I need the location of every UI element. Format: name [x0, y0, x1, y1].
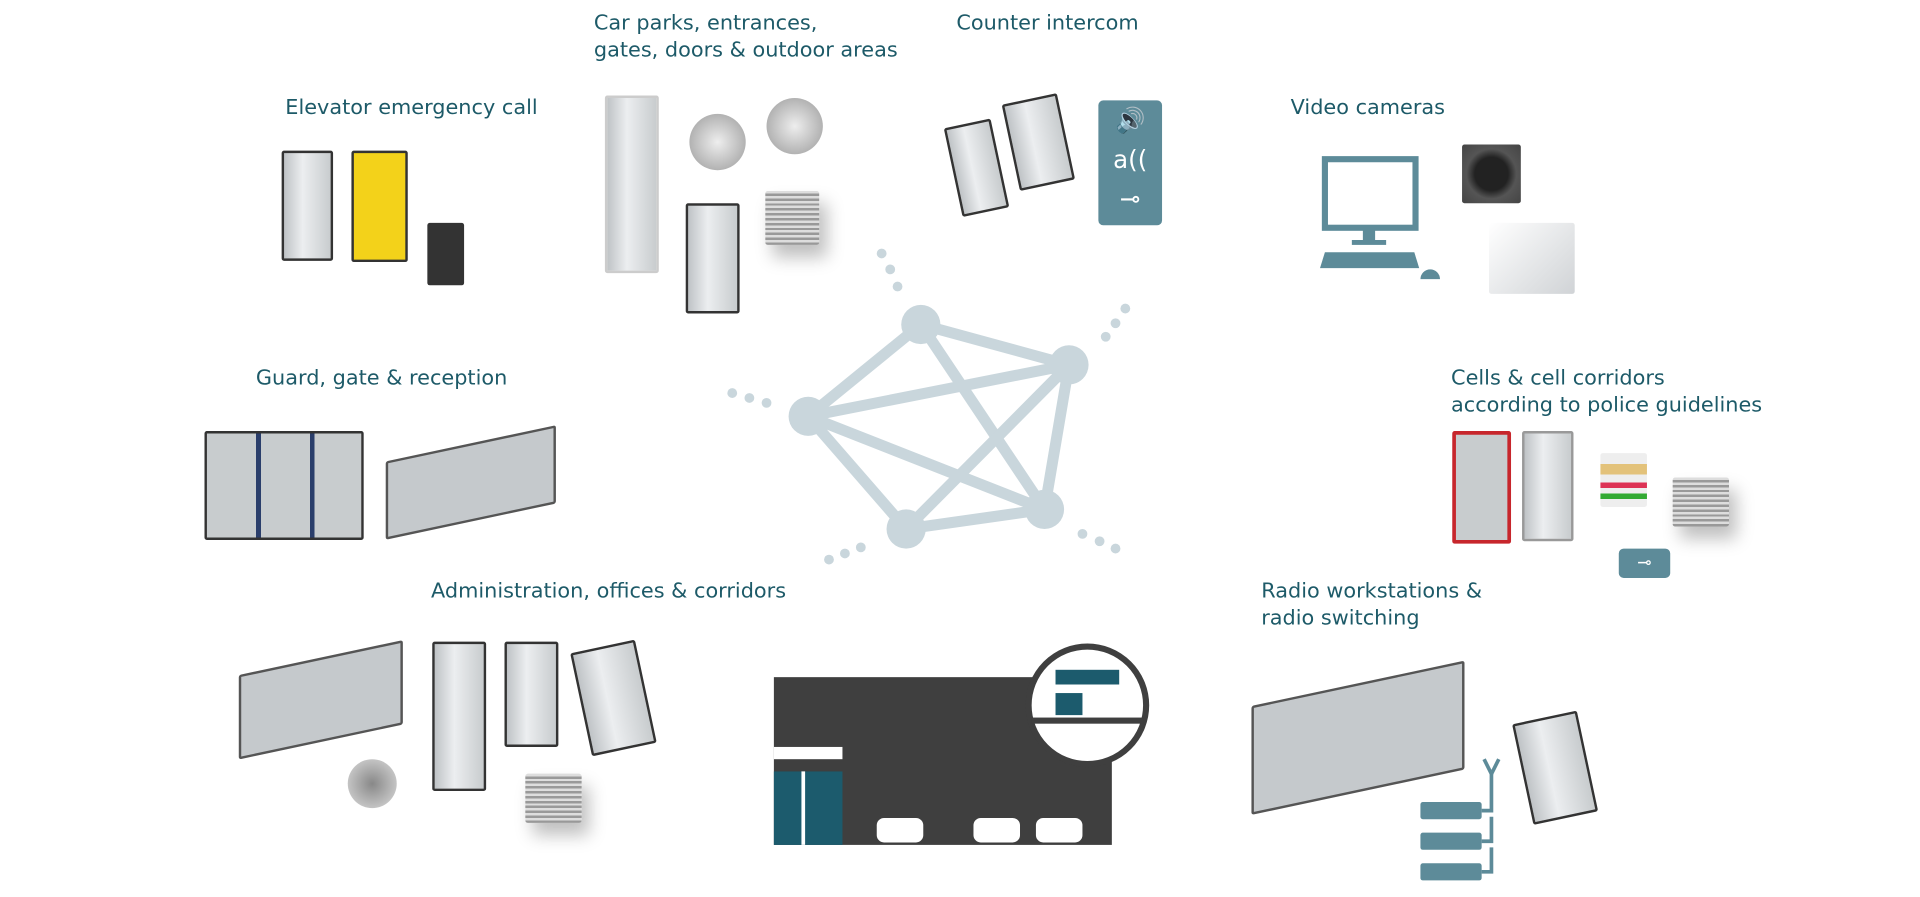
horn-speaker — [766, 97, 823, 155]
label-radio-line1: Radio workstations & — [1261, 579, 1483, 604]
label-car-parks-line2: gates, doors & outdoor areas — [593, 37, 898, 63]
guard-intercom-panels — [204, 431, 364, 541]
label-radio-line2: radio switching — [1261, 606, 1420, 631]
intercom-symbols-icon: 🔊a((⊸ — [1098, 100, 1163, 226]
label-counter: Counter intercom — [956, 11, 1139, 36]
label-car-parks-line1: Car parks, entrances, — [593, 11, 818, 36]
admin-touch-door-station — [432, 641, 487, 792]
label-admin: Administration, offices & corridors — [431, 579, 787, 604]
elevator-intercom-panel — [281, 150, 334, 261]
outdoor-speaker — [765, 191, 820, 245]
signal-lamp — [1600, 453, 1647, 507]
ceiling-speaker — [347, 759, 397, 809]
label-cells-line1: Cells & cell corridors — [1451, 366, 1665, 391]
elevator-camera — [427, 222, 465, 286]
door-station-tall — [604, 95, 659, 274]
corner-camera — [1488, 222, 1575, 294]
admin-door-station — [504, 641, 559, 747]
label-guard: Guard, gate & reception — [255, 366, 508, 391]
switch-icon: ⊸ — [1618, 548, 1671, 578]
horn-speaker — [689, 113, 746, 171]
label-cells-line2: according to police guidelines — [1451, 393, 1763, 418]
elevator-yellow-panel — [351, 150, 408, 263]
cell-speaker — [1672, 477, 1729, 527]
cell-intercom-red — [1452, 431, 1512, 544]
dome-camera — [1462, 144, 1521, 204]
label-elevator: Elevator emergency call — [285, 95, 538, 121]
admin-speaker — [525, 773, 582, 823]
door-station-keypad — [685, 203, 740, 314]
cell-intercom — [1522, 431, 1574, 542]
label-video: Video cameras — [1290, 95, 1446, 121]
